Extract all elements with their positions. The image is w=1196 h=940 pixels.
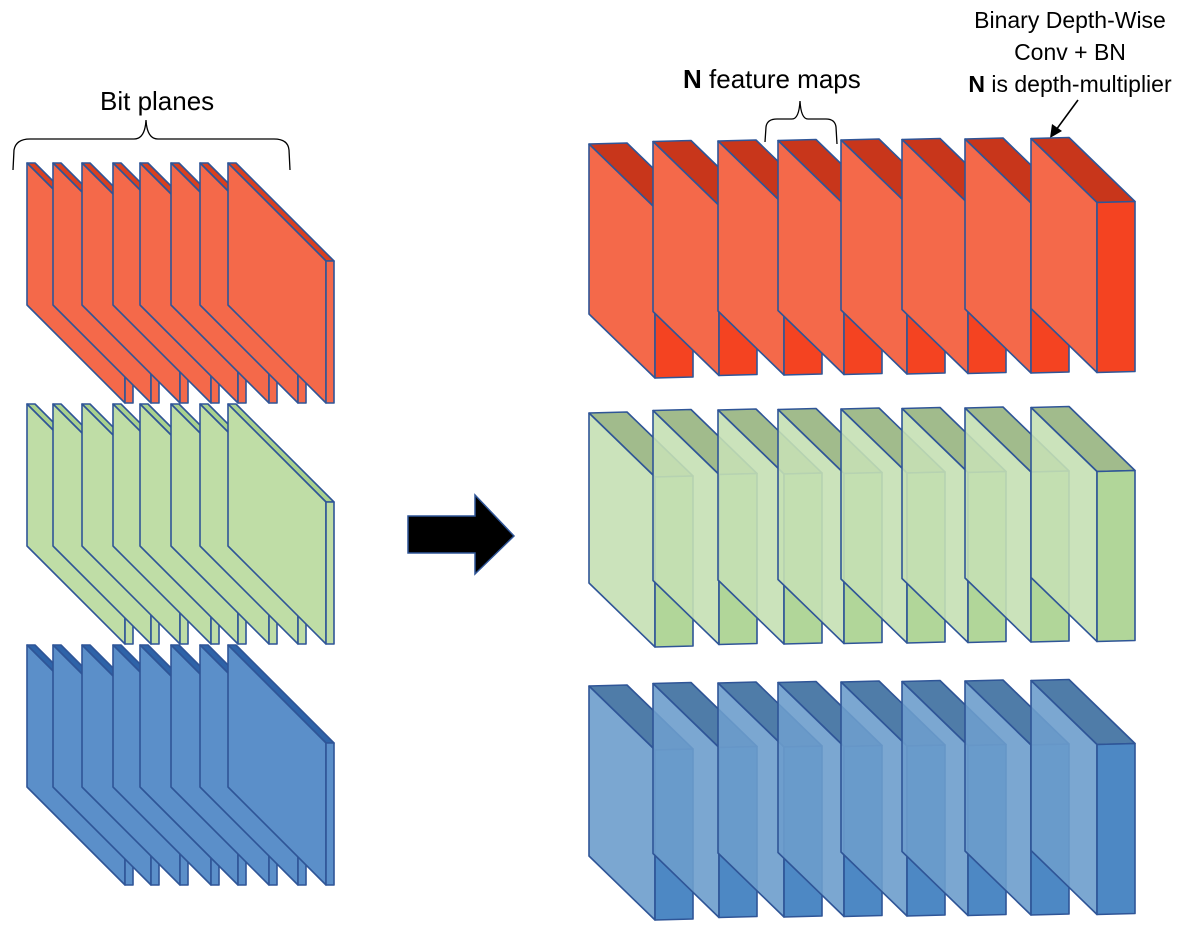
bit-planes-brace: [12, 119, 291, 171]
bit-plane-edge: [325, 260, 335, 404]
transform-arrow-icon: [407, 493, 516, 576]
pointer-arrow: [1050, 99, 1079, 138]
feature-map-front: [1096, 200, 1136, 374]
feature-maps-symbol: N: [683, 64, 702, 94]
bit-plane-stack-red: [26, 162, 335, 404]
bit-plane-stack-green: [26, 403, 335, 645]
feature-map-front: [1096, 742, 1136, 916]
depth-multiplier-line: N is depth-multiplier: [945, 68, 1195, 100]
bit-plane-stack-blue: [26, 644, 335, 886]
feature-map-front: [1096, 469, 1136, 643]
operation-line-2: Conv + BN: [1014, 39, 1126, 65]
operation-line-1: Binary Depth-Wise: [974, 7, 1166, 33]
feature-map-stack-blue: [588, 678, 1136, 921]
feature-map-stacks: [588, 136, 1136, 921]
feature-maps-brace: [764, 100, 838, 145]
feature-map-stack-red: [588, 136, 1136, 379]
feature-map: [1030, 136, 1136, 374]
operation-label: Binary Depth-Wise Conv + BN N is depth-m…: [945, 4, 1195, 100]
bit-plane-stacks: [26, 162, 335, 886]
feature-map-stack-green: [588, 405, 1136, 648]
bit-plane-edge: [325, 501, 335, 645]
depth-multiplier-text: is depth-multiplier: [984, 71, 1172, 97]
feature-map: [1030, 678, 1136, 916]
bit-plane-edge: [325, 742, 335, 886]
feature-map: [1030, 405, 1136, 643]
bit-plane: [227, 162, 335, 404]
bit-plane: [227, 403, 335, 645]
feature-maps-label: N feature maps: [683, 64, 861, 95]
feature-maps-text: feature maps: [701, 64, 861, 94]
bit-plane: [227, 644, 335, 886]
depth-multiplier-symbol: N: [968, 71, 985, 97]
bit-planes-label: Bit planes: [100, 86, 215, 116]
